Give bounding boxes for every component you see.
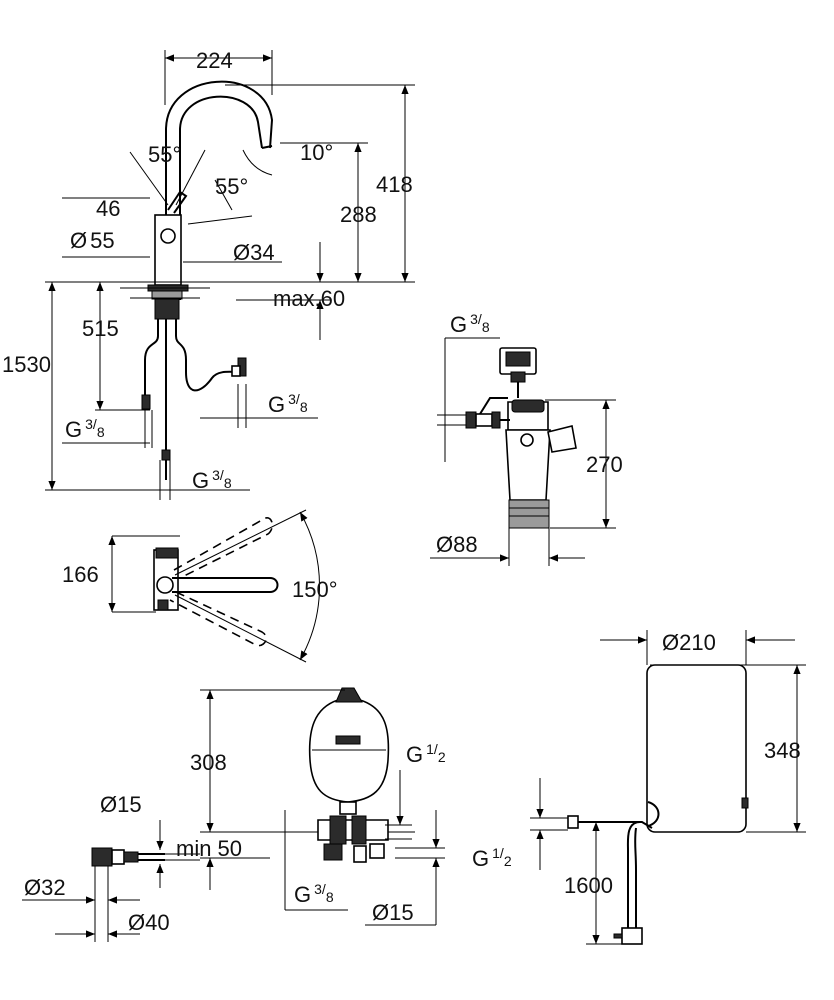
label-swivel-angle: 55° — [148, 142, 181, 167]
label-vessel-pipe: Ø15 — [372, 900, 414, 925]
label-valve-pipe: Ø15 — [100, 792, 142, 817]
label-rotation: 150° — [292, 577, 338, 602]
filter-base — [508, 499, 550, 529]
label-body-diameter-value: 55 — [90, 228, 114, 253]
boiler-body — [646, 664, 747, 833]
label-outlet-height: 288 — [340, 202, 377, 227]
label-spout-angle: 10° — [300, 140, 333, 165]
faucet-dimensions — [45, 50, 415, 491]
label-vessel-min: min 50 — [176, 836, 242, 861]
label-hose-length: 515 — [82, 316, 119, 341]
label-vessel-height: 308 — [190, 750, 227, 775]
label-reach: 224 — [196, 48, 233, 73]
faucet-lever — [167, 190, 188, 214]
label-lever-height: 46 — [96, 196, 120, 221]
faucet-spout — [165, 80, 274, 300]
label-top-depth: 166 — [62, 562, 99, 587]
label-filter-diameter: Ø88 — [436, 532, 478, 557]
faucet-side-view — [120, 80, 274, 500]
faucet-spout-inner — [179, 95, 263, 300]
hose-right — [175, 319, 239, 392]
label-body-diameter-prefix: Ø — [70, 228, 87, 253]
hose-left — [144, 319, 159, 405]
label-boiler-diameter: Ø210 — [662, 630, 716, 655]
label-valve-inner: Ø32 — [24, 875, 66, 900]
top-view-spout — [172, 577, 279, 593]
mounting-nut — [154, 298, 180, 320]
expansion-vessel — [200, 687, 445, 926]
faucet-top-view — [108, 509, 321, 663]
label-total-height: 418 — [376, 172, 413, 197]
boiler-tank — [530, 630, 806, 945]
label-boiler-height: 348 — [764, 738, 801, 763]
label-deck-thickness: max.60 — [273, 286, 345, 311]
wall-valve — [22, 820, 200, 942]
power-cable — [626, 821, 641, 930]
label-total-hose-length: 1530 — [2, 352, 51, 377]
label-filter-height: 270 — [586, 452, 623, 477]
label-valve-outer: Ø40 — [128, 910, 170, 935]
faucet-knob — [160, 228, 176, 244]
label-hole-diameter: Ø34 — [233, 240, 275, 265]
faucet-body — [154, 214, 182, 286]
label-cable-length: 1600 — [564, 873, 613, 898]
filter-unit — [430, 337, 616, 566]
svg-text:Ø55: Ø55 — [70, 228, 115, 253]
vessel-body — [308, 689, 390, 803]
power-plug — [621, 927, 643, 945]
label-lever-angle: 55° — [215, 174, 248, 199]
